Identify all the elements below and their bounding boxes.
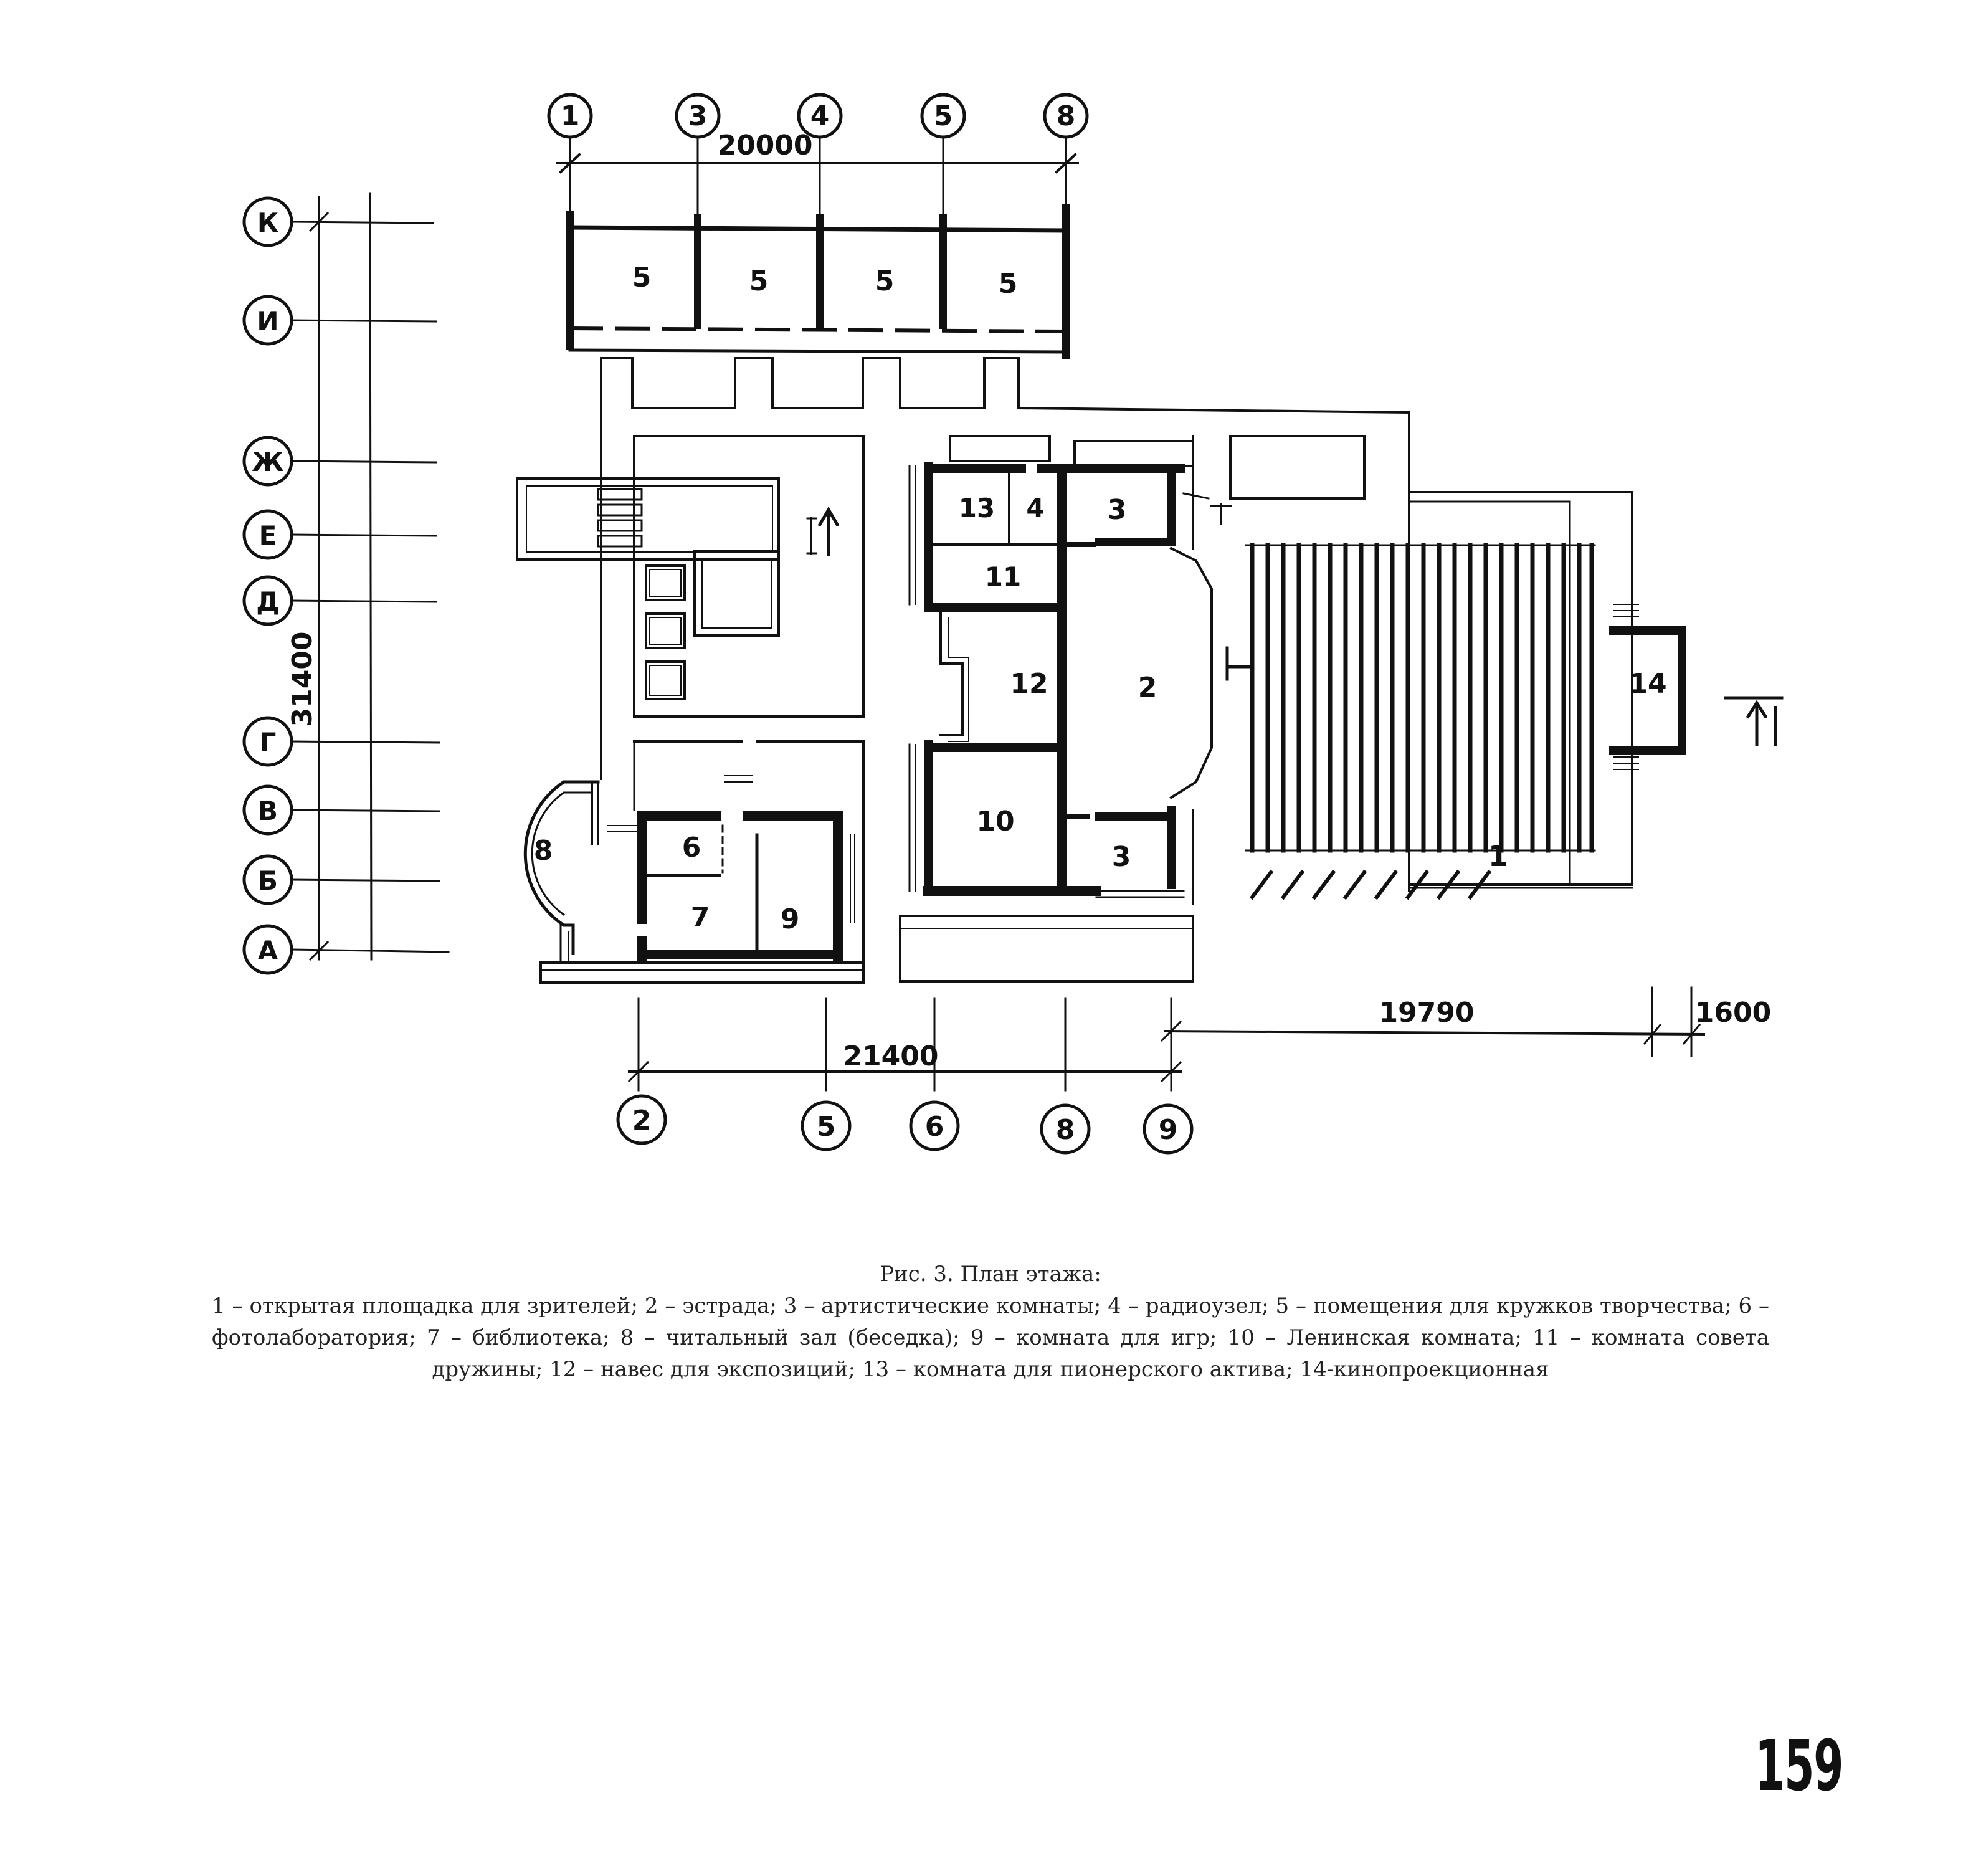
page-number: 159 <box>1755 1726 1843 1807</box>
room-label-3: 3 <box>1112 841 1131 873</box>
room-label-3: 3 <box>1108 494 1127 526</box>
courtyard <box>516 435 865 718</box>
row-axis-label: Д <box>256 586 279 617</box>
top-axis-label: 5 <box>934 100 953 132</box>
bottom-axis-label: 6 <box>925 1111 944 1143</box>
room-label-5: 5 <box>875 265 895 297</box>
room-label-14: 14 <box>1628 668 1666 700</box>
figure-caption: Рис. 3. План этажа: 1 – открытая площадк… <box>212 1259 1769 1386</box>
room-label-5: 5 <box>632 262 652 293</box>
figure-title: Рис. 3. План этажа: <box>880 1262 1101 1287</box>
room-label-12: 12 <box>1010 668 1048 700</box>
room-label-2: 2 <box>1138 672 1157 703</box>
row-axis-label: А <box>258 935 278 966</box>
right-small-dimension: 1600 <box>1695 997 1771 1029</box>
row-axis-label: Ж <box>252 447 283 477</box>
right-dimension: 19790 <box>1379 997 1474 1029</box>
gallery-connector <box>600 357 1410 743</box>
library-block <box>523 740 865 984</box>
floor-plan-drawing: 1 3 4 5 8 20000 К И Ж Е Д Г В Б А 31400 … <box>242 93 1784 1155</box>
row-axis-label: Б <box>258 865 278 896</box>
row-axis-label: Г <box>260 727 277 758</box>
bottom-axis-label: 9 <box>1159 1114 1178 1146</box>
row-axis-label: Е <box>259 520 277 551</box>
room-label-11: 11 <box>985 561 1021 592</box>
room-label-9: 9 <box>781 903 800 935</box>
top-axis-label: 4 <box>810 100 830 132</box>
top-axis-label: 3 <box>688 100 708 132</box>
top-dimension: 20000 <box>717 130 812 161</box>
room-label-8: 8 <box>534 835 553 867</box>
stage-block <box>899 435 1366 983</box>
room-label-10: 10 <box>976 806 1014 837</box>
audience-area <box>1245 491 1784 900</box>
section-mark-upper <box>806 507 840 556</box>
room-label-1: 1 <box>1488 839 1508 873</box>
figure-legend: 1 – открытая площадка для зрителей; 2 – … <box>212 1293 1769 1382</box>
bottom-axis-bubbles <box>616 1094 1194 1155</box>
top-dimension-line <box>556 153 1079 174</box>
row-axis-label: К <box>257 207 278 238</box>
room-label-4: 4 <box>1026 493 1044 523</box>
room-label-6: 6 <box>682 832 701 864</box>
room-label-5: 5 <box>999 268 1018 300</box>
bottom-axis-label: 5 <box>817 1111 836 1143</box>
row-axis-label: В <box>258 796 278 826</box>
top-axis-label: 8 <box>1057 100 1076 132</box>
left-dimension: 31400 <box>287 631 318 726</box>
top-axis-label: 1 <box>561 100 580 132</box>
bottom-dimension-lines <box>627 986 1706 1092</box>
bottom-axis-label: 8 <box>1056 1114 1075 1146</box>
bottom-axis-label: 2 <box>632 1105 652 1136</box>
room-label-13: 13 <box>959 493 995 523</box>
club-rooms-block <box>566 204 1070 359</box>
room-label-5: 5 <box>749 265 769 297</box>
room-label-7: 7 <box>691 902 710 933</box>
row-axis-label: И <box>257 306 278 336</box>
bottom-dimension: 21400 <box>843 1040 938 1072</box>
